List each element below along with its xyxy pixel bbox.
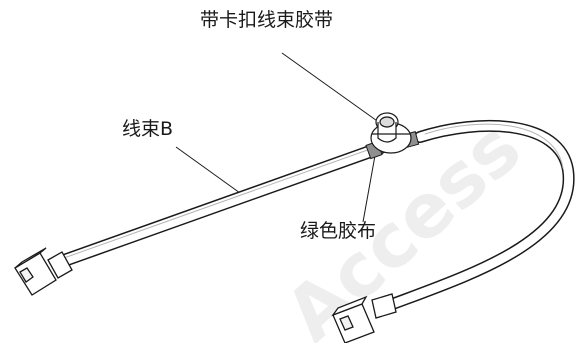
- wire-harness: [53, 119, 575, 311]
- label-harness-b: 线束B: [122, 118, 174, 140]
- connector-left: [14, 247, 73, 296]
- label-green-tape: 绿色胶布: [300, 220, 377, 242]
- label-clip-band: 带卡扣线束胶带: [200, 9, 334, 31]
- leader-line-harness-b: [175, 146, 241, 194]
- leader-line-green-tape: [362, 149, 377, 223]
- leader-line-clip-band: [281, 52, 381, 124]
- connector-right: [331, 293, 397, 343]
- clip-band: [370, 112, 412, 154]
